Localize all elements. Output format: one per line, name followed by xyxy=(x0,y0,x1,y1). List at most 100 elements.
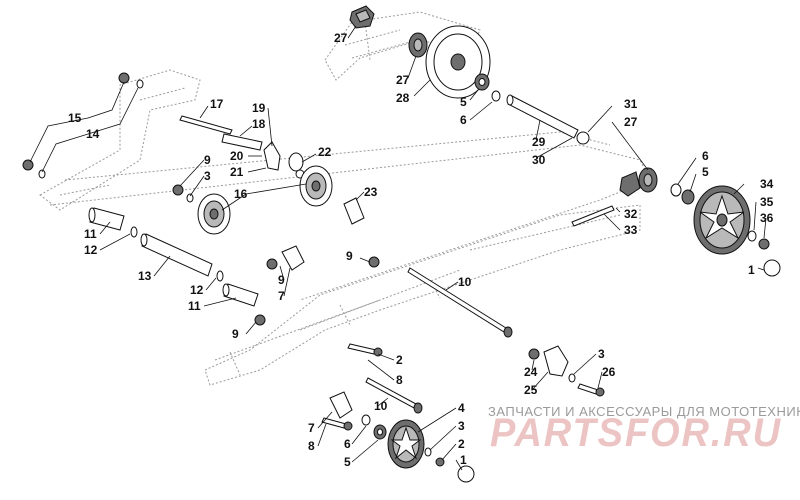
watermark-logo: PARTSFOR.RU xyxy=(490,411,782,455)
callout-29: 29 xyxy=(532,135,546,149)
callout-8: 8 xyxy=(308,439,315,453)
callout-5: 5 xyxy=(344,455,351,469)
callout-9: 9 xyxy=(204,153,211,167)
callout-7: 7 xyxy=(278,289,285,303)
callout-6: 6 xyxy=(460,113,467,127)
callout-6: 6 xyxy=(702,149,709,163)
washer-6-bottom xyxy=(361,414,371,426)
callout-1: 1 xyxy=(460,453,467,467)
washer-3-top xyxy=(186,193,194,203)
callout-6: 6 xyxy=(344,437,351,451)
arm-19 xyxy=(263,141,281,171)
callout-2: 2 xyxy=(396,353,403,367)
nut-9-lower xyxy=(254,314,266,326)
callout-9: 9 xyxy=(346,249,353,263)
callout-3: 3 xyxy=(598,347,605,361)
callout-9: 9 xyxy=(278,273,285,287)
callout-15: 15 xyxy=(68,111,82,125)
callout-10: 10 xyxy=(458,275,472,289)
bushing-22 xyxy=(288,152,305,179)
callout-30: 30 xyxy=(532,153,546,167)
nut-9-left xyxy=(266,258,278,270)
top-hub-27 xyxy=(408,32,428,58)
callout-23: 23 xyxy=(364,185,378,199)
callout-11: 11 xyxy=(84,227,97,241)
callout-13: 13 xyxy=(138,269,152,283)
callout-17: 17 xyxy=(210,97,224,111)
callout-16: 16 xyxy=(234,187,248,201)
washer-14-upper xyxy=(136,79,144,89)
callout-4: 4 xyxy=(458,401,465,415)
watermark: ЗАПЧАСТИ И АКСЕССУАРЫ ДЛЯ МОТОТЕХНИКИ PA… xyxy=(488,404,800,455)
axle-29 xyxy=(506,94,579,139)
callout-3: 3 xyxy=(204,169,211,183)
nut-24 xyxy=(528,348,540,360)
callout-32: 32 xyxy=(624,207,638,221)
callout-27: 27 xyxy=(334,31,348,45)
long-bolt-10-upper xyxy=(407,267,513,338)
leader-lines xyxy=(29,25,767,471)
callout-21: 21 xyxy=(230,165,244,179)
washer-3-bottom xyxy=(424,447,432,457)
washer-12-lower xyxy=(216,270,224,282)
left-rail-outline xyxy=(39,69,651,301)
washer-3-right xyxy=(568,373,576,383)
callout-27: 27 xyxy=(396,73,410,87)
bracket-25 xyxy=(543,345,569,377)
callout-11: 11 xyxy=(188,299,201,313)
washer-35 xyxy=(747,230,757,242)
callout-18: 18 xyxy=(252,117,266,131)
right-rail-outline xyxy=(204,204,641,386)
watermark-caption: ЗАПЧАСТИ И АКСЕССУАРЫ ДЛЯ МОТОТЕХНИКИ xyxy=(488,404,800,419)
callout-12: 12 xyxy=(190,283,204,297)
top-bearing-5 xyxy=(474,73,490,91)
callout-28: 28 xyxy=(396,91,410,105)
callout-10: 10 xyxy=(374,399,388,413)
callout-22: 22 xyxy=(318,145,332,159)
washer-14-lower xyxy=(38,169,46,179)
callout-36: 36 xyxy=(760,211,774,225)
top-washer-6 xyxy=(491,90,501,102)
right-washer-6 xyxy=(670,183,682,197)
top-bracket-27 xyxy=(349,5,375,29)
callout-24: 24 xyxy=(524,365,538,379)
tube-13 xyxy=(140,233,213,277)
bracket-7-upper xyxy=(281,245,305,271)
right-hub-27 xyxy=(638,167,658,193)
top-wheel-28 xyxy=(425,25,491,99)
washer-12-upper xyxy=(130,226,138,238)
cap-1-right xyxy=(763,259,781,277)
callout-19: 19 xyxy=(252,101,266,115)
spacer-23 xyxy=(343,197,365,225)
bolt-2-mid xyxy=(347,343,383,357)
callout-26: 26 xyxy=(602,365,616,379)
spacer-31 xyxy=(576,131,590,145)
right-bearing-5 xyxy=(681,189,695,205)
callout-8: 8 xyxy=(396,373,403,387)
callout-35: 35 xyxy=(760,195,774,209)
bracket-32 xyxy=(619,171,641,197)
nut-9-top xyxy=(172,184,184,196)
bottom-wheel-4 xyxy=(387,419,425,469)
cap-1-bottom xyxy=(457,465,475,483)
callout-1: 1 xyxy=(748,263,755,277)
right-wheel-34 xyxy=(693,185,751,255)
callout-3: 3 xyxy=(458,419,465,433)
bolt-26 xyxy=(577,383,605,397)
callout-33: 33 xyxy=(624,223,638,237)
tube-11-upper xyxy=(88,207,125,231)
long-bolt-10-lower xyxy=(365,377,423,414)
callout-25: 25 xyxy=(524,383,538,397)
spacer-18 xyxy=(221,133,263,151)
nut-9-mid xyxy=(368,256,380,268)
nut-15-lower xyxy=(22,159,34,171)
bolt-8-lower xyxy=(321,417,353,431)
tube-11-lower xyxy=(222,283,259,307)
callout-labels: 27 27 28 5 6 29 30 31 27 6 5 34 35 36 1 … xyxy=(68,31,774,469)
callout-20: 20 xyxy=(230,149,244,163)
bolt-33 xyxy=(571,205,615,227)
callout-14: 14 xyxy=(86,127,100,141)
idler-wheel-16-right xyxy=(299,165,333,207)
callout-31: 31 xyxy=(624,97,638,111)
callout-12: 12 xyxy=(84,243,98,257)
